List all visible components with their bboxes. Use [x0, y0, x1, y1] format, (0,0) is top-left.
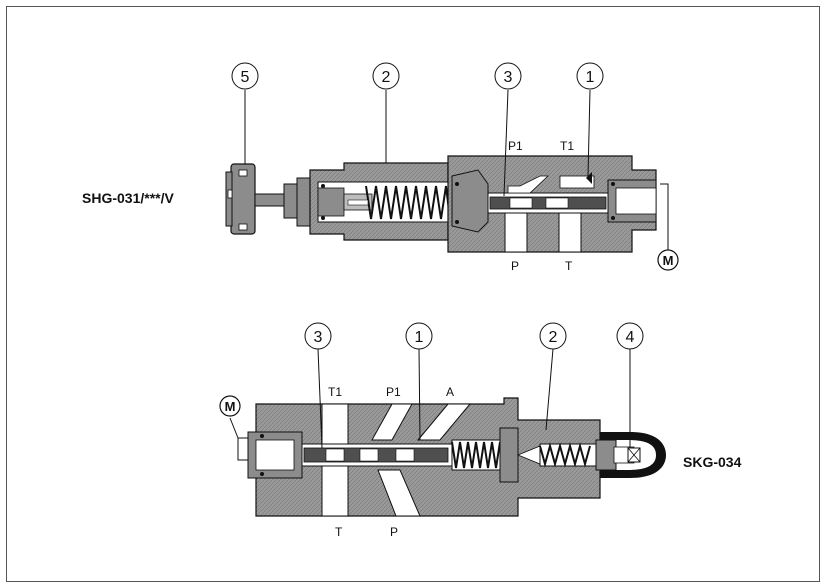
valve-body — [247, 397, 601, 517]
callout-1: 1 — [405, 322, 433, 350]
valve-skg-034: SKG-034 — [219, 322, 742, 539]
svg-text:3: 3 — [504, 69, 513, 86]
callout-3: 3 — [304, 322, 332, 350]
svg-text:2: 2 — [382, 69, 391, 86]
port-label-p: P — [511, 259, 519, 273]
port-label-t1: T1 — [560, 139, 574, 153]
callout-2: 2 — [539, 322, 567, 350]
svg-text:3: 3 — [314, 329, 323, 346]
callout-2: 2 — [372, 62, 400, 90]
spring-housing — [309, 162, 453, 241]
gauge-port-m: M — [657, 249, 679, 271]
valve-title: SHG-031/***/V — [82, 190, 174, 206]
port-label-p1: P1 — [508, 139, 523, 153]
svg-text:1: 1 — [415, 329, 424, 346]
svg-text:2: 2 — [549, 329, 558, 346]
svg-text:M: M — [663, 253, 674, 268]
gauge-port-m: M — [219, 395, 241, 417]
callout-4: 4 — [616, 322, 644, 350]
callout-1: 1 — [576, 62, 604, 90]
callout-5: 5 — [231, 62, 259, 90]
svg-text:1: 1 — [586, 69, 595, 86]
port-label-t: T — [335, 525, 343, 539]
port-label-t1: T1 — [328, 385, 342, 399]
adjustment-knob — [225, 163, 256, 235]
port-label-t: T — [565, 259, 573, 273]
valve-body — [447, 155, 669, 260]
port-label-p1: P1 — [386, 385, 401, 399]
svg-text:5: 5 — [241, 69, 250, 86]
svg-text:4: 4 — [626, 329, 635, 346]
valve-title: SKG-034 — [683, 454, 742, 470]
port-label-a: A — [446, 385, 454, 399]
protective-cap — [595, 432, 666, 478]
valve-shg-031: SHG-031/***/V — [82, 62, 679, 273]
callout-3: 3 — [494, 62, 522, 90]
svg-text:M: M — [225, 399, 236, 414]
port-label-p: P — [390, 525, 398, 539]
